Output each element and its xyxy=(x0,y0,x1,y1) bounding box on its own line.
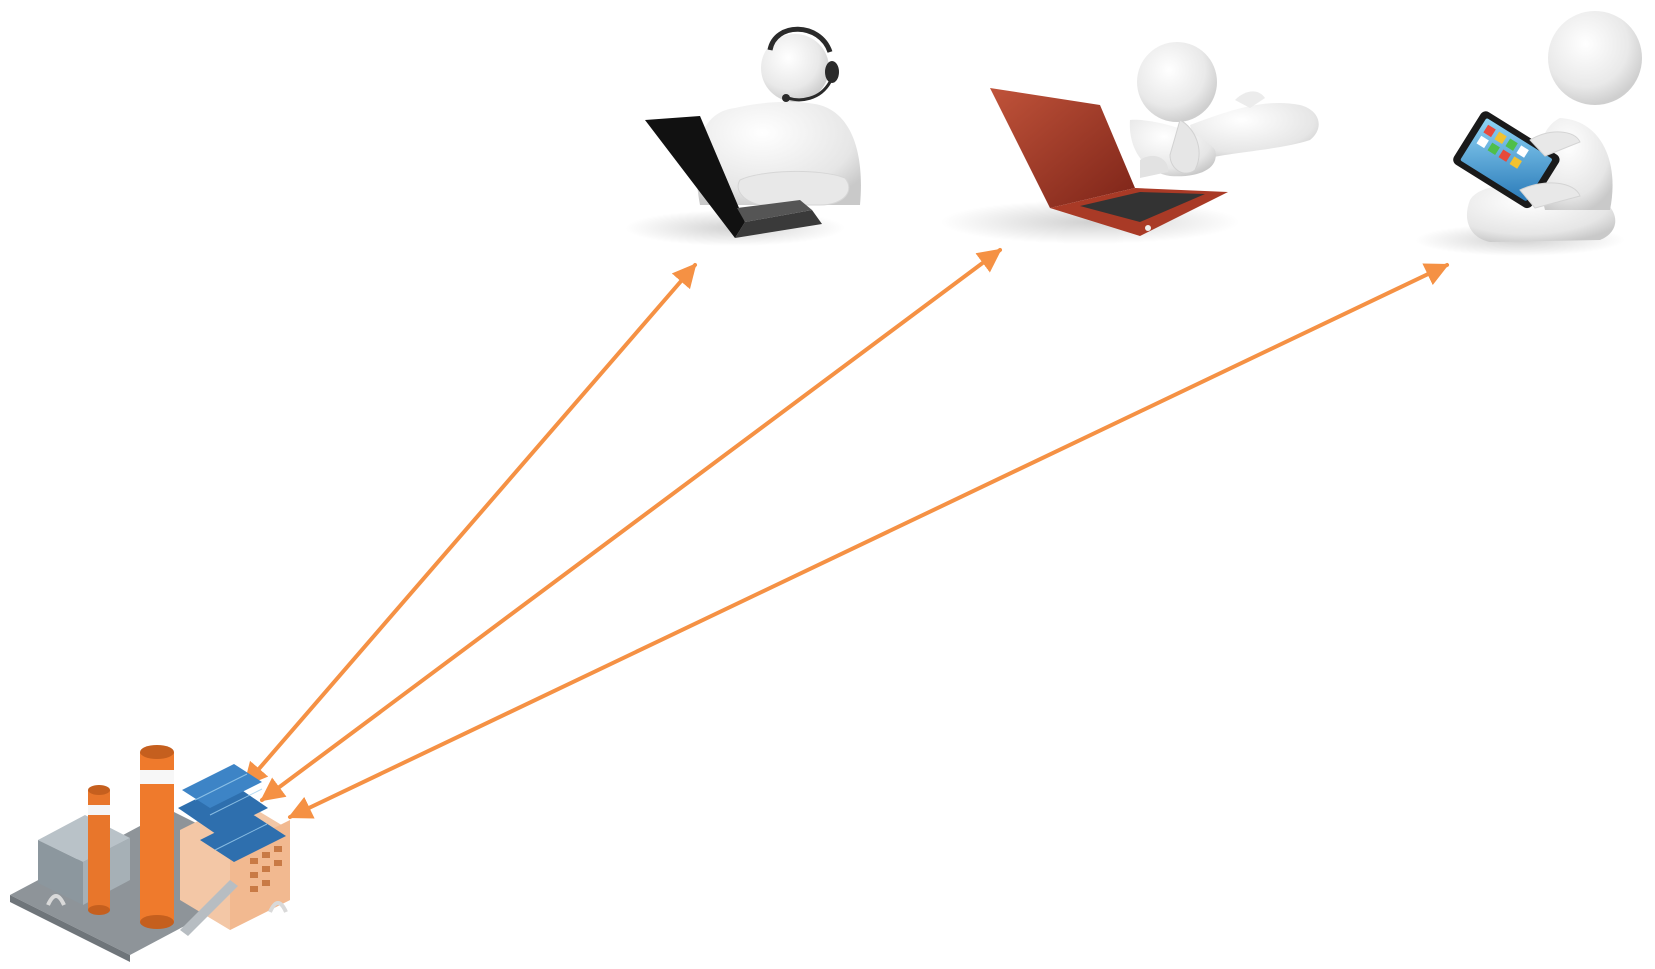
person-headset-laptop-icon xyxy=(625,26,861,246)
connection-arrow-user-lying-laptop xyxy=(260,248,1002,802)
factory-icon xyxy=(10,745,290,962)
connections-group xyxy=(243,248,1450,819)
person-lying-laptop-icon xyxy=(940,42,1319,244)
connection-arrow-user-tablet xyxy=(287,263,1450,819)
connection-arrow-user-headset-laptop xyxy=(243,263,697,787)
person-tablet-icon xyxy=(1415,11,1642,256)
